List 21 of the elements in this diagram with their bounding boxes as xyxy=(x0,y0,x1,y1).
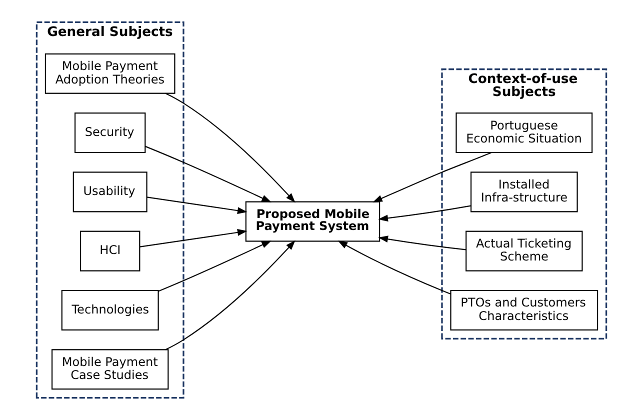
node-box: Technologies xyxy=(61,289,159,330)
arrow xyxy=(158,240,272,292)
node-box: Portuguese Economic Situation xyxy=(456,112,593,153)
arrow xyxy=(140,228,248,247)
node-box: PTOs and Customers Characteristics xyxy=(450,289,598,330)
node-box: Mobile Payment Adoption Theories xyxy=(44,52,176,94)
arrow xyxy=(165,92,296,202)
node-box: Security xyxy=(74,112,146,153)
node-box: Proposed Mobile Payment System xyxy=(245,200,380,242)
arrow xyxy=(378,204,471,222)
arrow xyxy=(146,196,248,214)
arrow xyxy=(372,152,492,202)
node-box: Usability xyxy=(72,171,148,212)
node-box: HCI xyxy=(80,230,140,271)
arrow xyxy=(165,240,296,350)
node-box: Mobile Payment Case Studies xyxy=(52,348,169,390)
arrow xyxy=(144,145,272,202)
arrow xyxy=(378,235,466,250)
node-box: Installed Infra-structure xyxy=(470,171,578,212)
arrow xyxy=(338,240,451,294)
node-box: Actual Ticketing Scheme xyxy=(466,230,583,271)
